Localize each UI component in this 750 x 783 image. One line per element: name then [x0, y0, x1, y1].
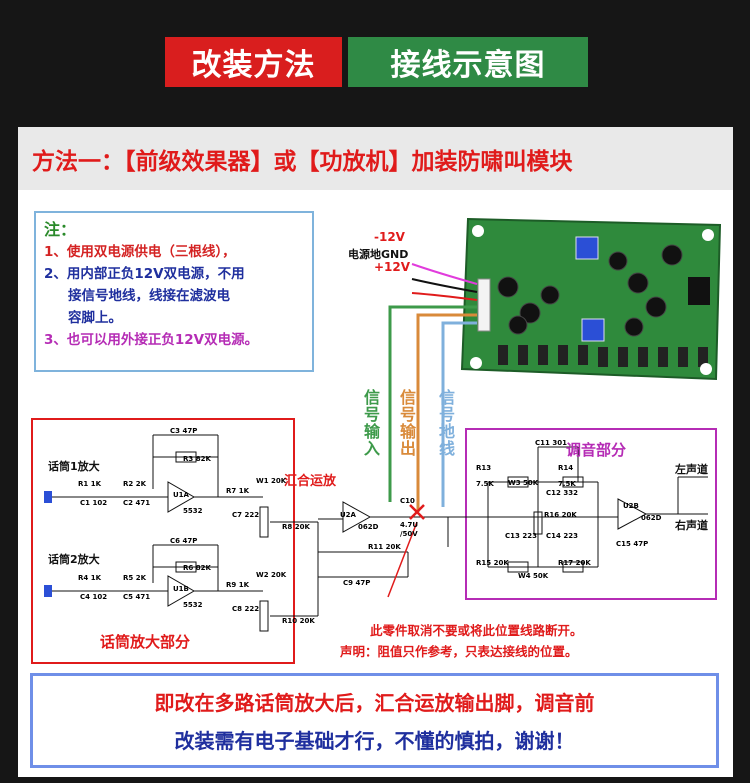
c9-label: C9 47P — [343, 579, 371, 587]
mic2-label: 话筒2放大 — [48, 553, 100, 566]
wire-gnd-label: 电源地GND — [348, 248, 409, 261]
r16-label: R16 20K — [544, 511, 577, 519]
c6-label: C6 47P — [170, 537, 198, 545]
c4-label: C4 102 — [80, 593, 108, 601]
mic1-label: 话筒1放大 — [48, 460, 100, 473]
note-line-2a: 2、用内部正负12V双电源，不用 — [44, 266, 245, 282]
signal-out-label: 信号输出 — [399, 388, 416, 458]
left-channel-label: 左声道 — [675, 463, 708, 476]
signal-in-label: 信号输入 — [363, 388, 380, 458]
note-box: 注： 1、使用双电源供电（三根线）， 2、用内部正负12V双电源，不用 接信号地… — [34, 211, 314, 372]
c7-label: C7 222 — [232, 511, 260, 519]
note-line-3: 3、也可以用外接正负12V双电源。 — [44, 332, 259, 348]
w1-label: W1 20K — [256, 477, 287, 485]
header-wiring: 接线示意图 — [348, 37, 588, 87]
r10-label: R10 20K — [282, 617, 315, 625]
disclaimer: 声明：阻值只作参考，只表达接线的位置。 — [340, 644, 578, 659]
tone-label: 调音部分 — [566, 441, 627, 459]
ic2a-label: 062D — [358, 523, 379, 531]
w2-label: W2 20K — [256, 571, 287, 579]
r1-label: R1 1K — [78, 480, 101, 488]
r6-label: R6 82K — [183, 564, 211, 572]
c5-label: C5 471 — [123, 593, 151, 601]
c15-label: C15 47P — [616, 540, 649, 548]
c10-label: C10 — [400, 497, 415, 505]
r15-label: R15 20K — [476, 559, 509, 567]
r14-value: 7.5K — [558, 480, 576, 488]
schematic — [31, 263, 717, 664]
cancel-note: 此零件取消不要或将此位置线路断开。 — [370, 623, 583, 638]
method-title: 方法一：【前级效果器】或【功放机】加装防啸叫模块 — [18, 127, 733, 190]
c10-value: 4.7U — [400, 521, 419, 529]
c12-label: C12 332 — [546, 489, 578, 497]
bottom-line-1: 即改在多路话筒放大后，汇合运放输出脚，调音前 — [154, 691, 595, 715]
r4-label: R4 1K — [78, 574, 101, 582]
bottom-line-2: 改装需有电子基础才行，不懂的慎拍，谢谢！ — [174, 729, 575, 753]
r13-label: R13 — [476, 464, 492, 472]
main-panel: 方法一：【前级效果器】或【功放机】加装防啸叫模块 注： 1、使用双电源供电（三根… — [18, 127, 733, 777]
r5-label: R5 2K — [123, 574, 146, 582]
c1-label: C1 102 — [80, 499, 108, 507]
ic1-label: 5532 — [183, 507, 203, 515]
r3-label: R3 82K — [183, 455, 211, 463]
u2a-label: U2A — [340, 511, 356, 519]
u1a-label: U1A — [173, 491, 189, 499]
mix-label: 汇合运放 — [284, 474, 337, 489]
wire-neg12-label: -12V — [374, 230, 405, 244]
r17-label: R17 20K — [558, 559, 591, 567]
u2b-label: U2B — [623, 502, 639, 510]
r8-label: R8 20K — [282, 523, 310, 531]
w4-label: W4 50K — [518, 572, 549, 580]
r11-label: R11 20K — [368, 543, 401, 551]
r14-label: R14 — [558, 464, 574, 472]
c10-value2: /50V — [400, 530, 418, 538]
mic-amp-label: 话筒放大部分 — [100, 633, 191, 651]
signal-gnd-label: 信号地线 — [438, 388, 455, 458]
u1b-label: U1B — [173, 585, 189, 593]
w3-label: W3 50K — [508, 479, 539, 487]
wire-pos12-label: +12V — [374, 260, 411, 274]
ic2b-label: 062D — [641, 514, 662, 522]
header-method: 改装方法 — [165, 37, 342, 87]
c11-label: C11 301 — [535, 439, 567, 447]
note-title: 注： — [44, 220, 77, 239]
r13-value: 7.5K — [476, 480, 494, 488]
note-line-2b: 接信号地线，线接在滤波电 — [68, 288, 230, 304]
c13-label: C13 223 — [505, 532, 537, 540]
bottom-notice: 即改在多路话筒放大后，汇合运放输出脚，调音前 改装需有电子基础才行，不懂的慎拍，… — [30, 673, 719, 768]
note-line-1: 1、使用双电源供电（三根线）， — [44, 244, 236, 260]
right-channel-label: 右声道 — [675, 519, 708, 532]
c14-label: C14 223 — [546, 532, 578, 540]
c3-label: C3 47P — [170, 427, 198, 435]
pcb-module — [460, 217, 722, 381]
note-line-2c: 容脚上。 — [68, 310, 122, 326]
c8-label: C8 222 — [232, 605, 260, 613]
c2-label: C2 471 — [123, 499, 151, 507]
r2-label: R2 2K — [123, 480, 146, 488]
ic1b-label: 5532 — [183, 601, 203, 609]
r9-label: R9 1K — [226, 581, 249, 589]
r7-label: R7 1K — [226, 487, 249, 495]
